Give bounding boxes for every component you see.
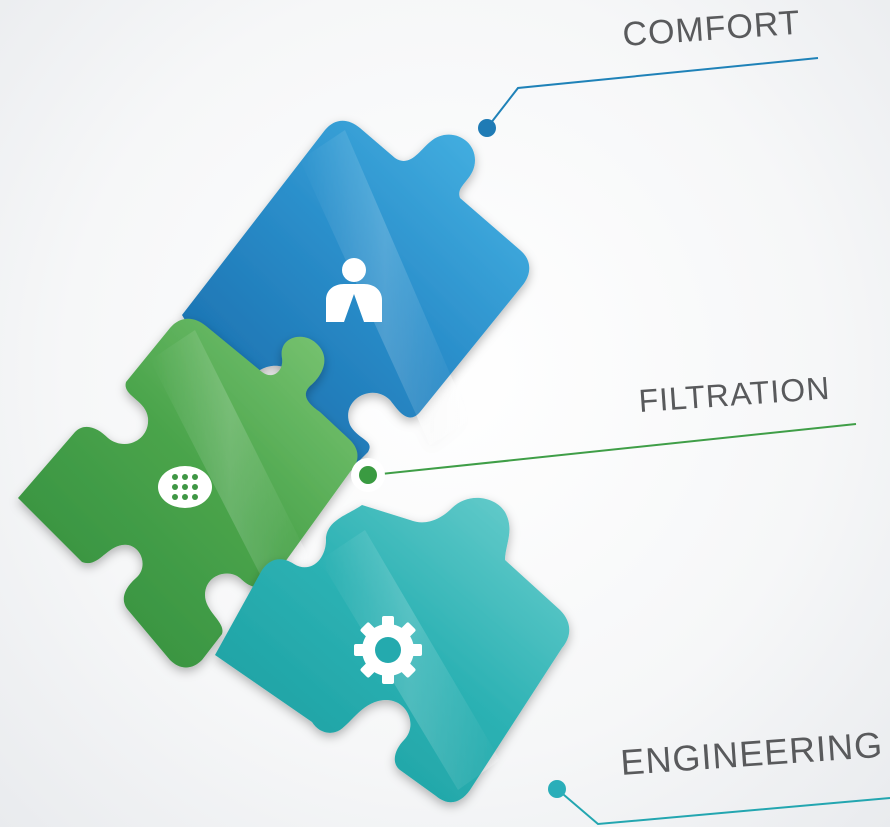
connector-filtration [351,423,857,492]
person-icon [326,258,382,322]
connector-comfort [478,57,819,137]
puzzle-piece-filtration-gloss [150,330,310,590]
puzzle-piece-comfort-gloss [300,130,470,445]
connector-engineering [548,780,890,826]
gear-icon [354,616,422,684]
keypad-icon [158,466,212,508]
